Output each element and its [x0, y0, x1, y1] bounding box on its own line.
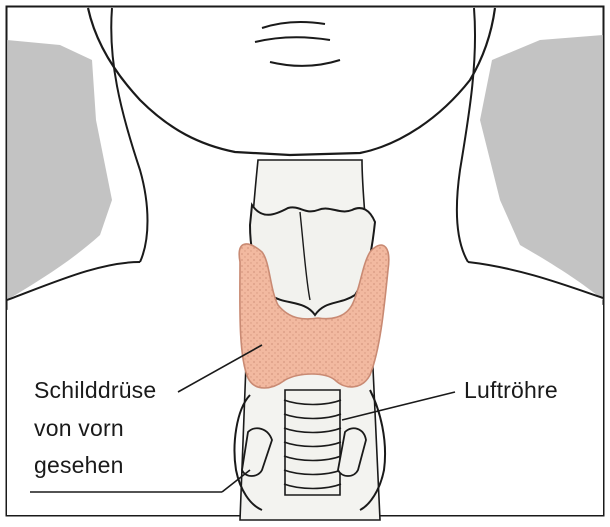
trachea	[285, 390, 340, 495]
label-thyroid-line1: Schilddrüse	[34, 379, 156, 402]
label-trachea: Luftröhre	[464, 379, 558, 402]
label-thyroid-line2: von vorn	[34, 417, 124, 440]
label-thyroid-line3: gesehen	[34, 454, 124, 477]
